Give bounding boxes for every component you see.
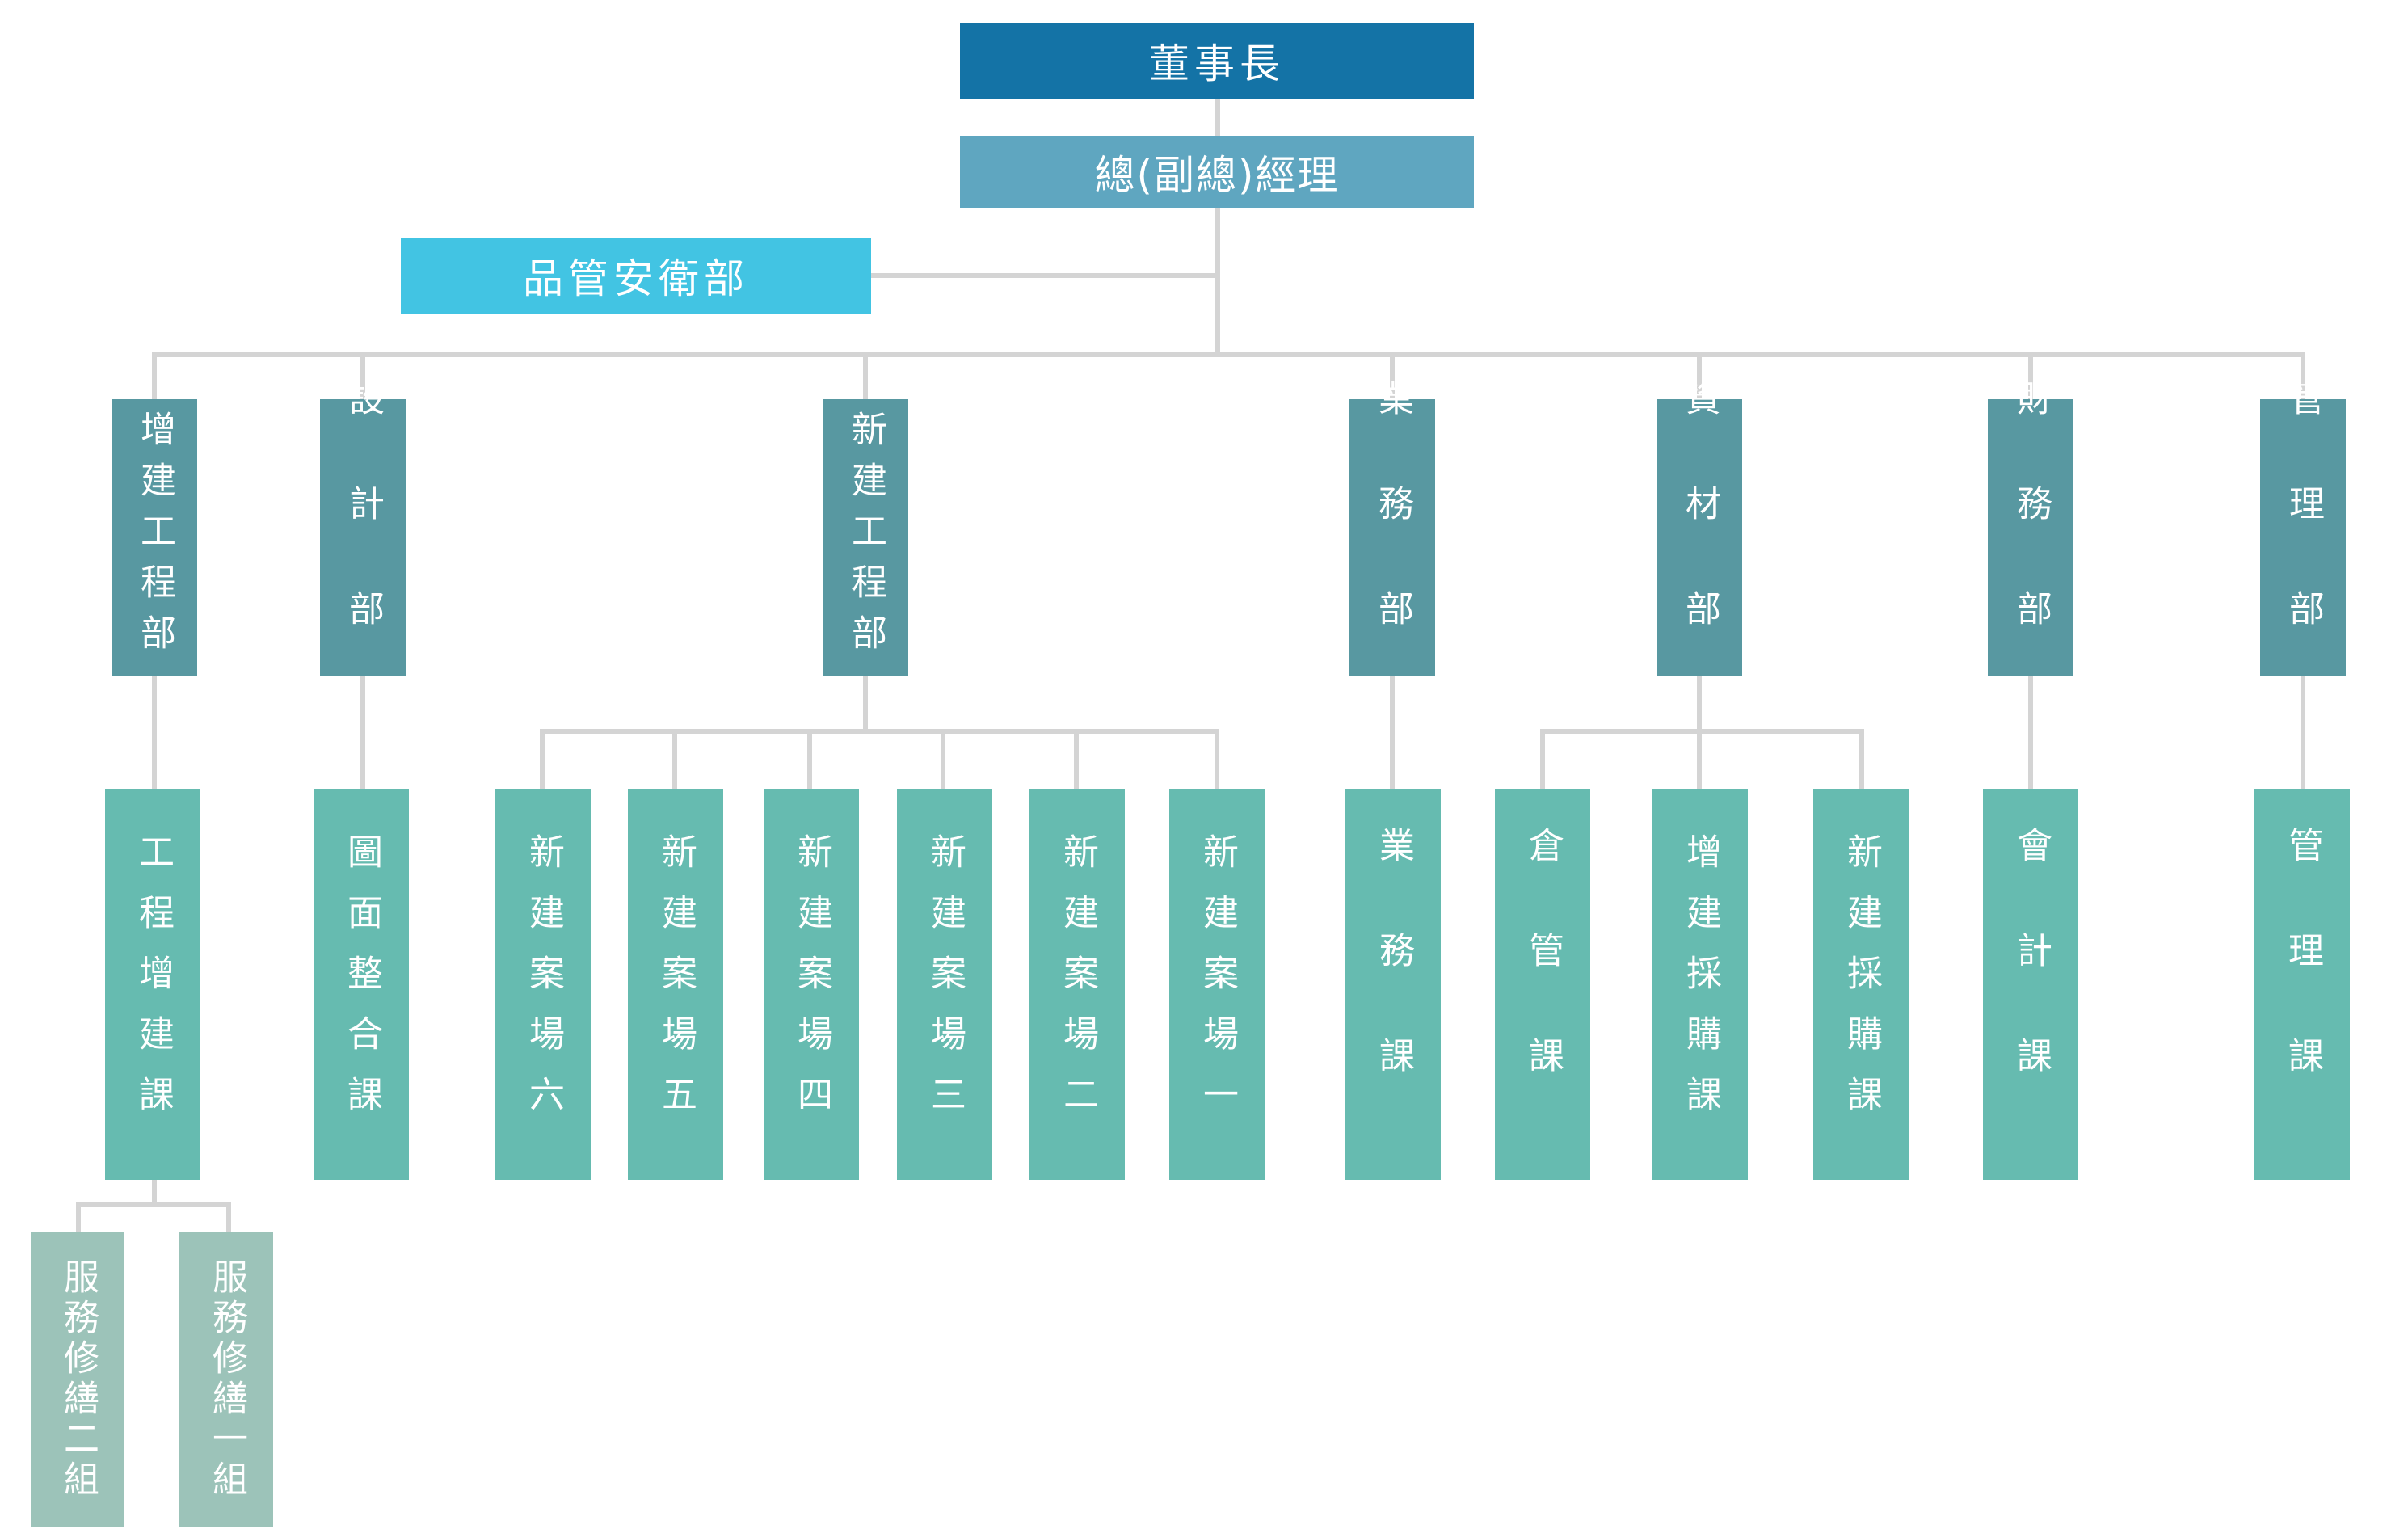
connector-qa-branch xyxy=(871,273,1220,278)
connector-section-drop xyxy=(1859,729,1864,789)
section-box: 新建案場三 xyxy=(897,789,992,1180)
connector-dept-section xyxy=(2301,676,2305,789)
department-box: 財務部 xyxy=(1988,380,2073,695)
connector-dept-section xyxy=(360,676,365,789)
connector-section-drop xyxy=(941,729,945,789)
connector-dept-drop xyxy=(2301,352,2305,401)
section-box: 新建採購課 xyxy=(1813,789,1909,1180)
qa-department-label: 品管安衛部 xyxy=(523,255,749,302)
connector-section-drop xyxy=(672,729,677,789)
chairman-label: 董事長 xyxy=(1149,40,1285,87)
section-label: 工程增建課 xyxy=(133,832,174,1136)
section-label: 倉管課 xyxy=(1522,827,1564,1142)
section-label: 新建案場五 xyxy=(655,832,697,1136)
section-box: 新建案場一 xyxy=(1169,789,1265,1180)
chairman-box: 董事長 xyxy=(960,23,1474,99)
connector-dept-drop xyxy=(2028,352,2033,401)
connector-section-drop xyxy=(1540,729,1545,789)
department-box: 資材部 xyxy=(1657,380,1742,695)
connector-dept-drop xyxy=(152,352,157,401)
section-label: 增建採購課 xyxy=(1680,832,1721,1136)
section-box: 新建案場四 xyxy=(764,789,859,1180)
section-box: 增建採購課 xyxy=(1652,789,1748,1180)
department-label: 財務部 xyxy=(2010,380,2052,695)
department-label: 業務部 xyxy=(1372,380,1413,695)
department-label: 管理部 xyxy=(2283,380,2324,695)
connector-section-groups xyxy=(152,1180,157,1207)
section-label: 管理課 xyxy=(2282,827,2323,1142)
section-box: 倉管課 xyxy=(1495,789,1590,1180)
section-label: 新建案場三 xyxy=(924,832,966,1136)
group-label: 服務修繕一組 xyxy=(206,1258,247,1501)
connector-section-drop xyxy=(807,729,812,789)
department-box: 業務部 xyxy=(1349,380,1435,695)
section-box: 業務課 xyxy=(1345,789,1441,1180)
section-box: 工程增建課 xyxy=(105,789,200,1180)
connector-dept-drop xyxy=(1390,352,1395,401)
section-label: 新建案場二 xyxy=(1057,832,1098,1136)
connector-dept-section xyxy=(152,676,157,789)
connector-section-drop xyxy=(1074,729,1079,789)
section-box: 新建案場五 xyxy=(628,789,723,1180)
department-box: 設計部 xyxy=(320,380,406,695)
section-box: 圖面整合課 xyxy=(314,789,409,1180)
department-label: 資材部 xyxy=(1679,380,1720,695)
general-manager-label: 總(副總)經理 xyxy=(1094,152,1340,199)
connector-dept-section xyxy=(863,676,868,734)
connector-groups-bus xyxy=(76,1202,231,1207)
connector-dept-drop xyxy=(1697,352,1702,401)
department-label: 新建工程部 xyxy=(845,410,886,665)
section-label: 新建案場四 xyxy=(791,832,832,1136)
connector-dept-section xyxy=(1697,676,1702,734)
connector-section-drop xyxy=(540,729,545,789)
connector-gm-trunk xyxy=(1215,208,1220,356)
connector-dept-drop xyxy=(360,352,365,401)
section-box: 新建案場二 xyxy=(1029,789,1125,1180)
section-label: 新建案場一 xyxy=(1197,832,1238,1136)
group-label: 服務修繕二組 xyxy=(57,1258,99,1501)
department-label: 增建工程部 xyxy=(134,410,175,665)
connector-dept-section xyxy=(1390,676,1395,789)
section-label: 新建採購課 xyxy=(1841,832,1882,1136)
department-label: 設計部 xyxy=(343,380,384,695)
section-label: 業務課 xyxy=(1373,827,1414,1142)
general-manager-box: 總(副總)經理 xyxy=(960,136,1474,208)
group-box: 服務修繕一組 xyxy=(179,1232,273,1527)
section-label: 圖面整合課 xyxy=(341,832,382,1136)
section-box: 新建案場六 xyxy=(495,789,591,1180)
connector-dept-section xyxy=(2028,676,2033,789)
section-label: 會計課 xyxy=(2010,827,2052,1142)
department-box: 管理部 xyxy=(2260,380,2346,695)
connector-chairman-gm xyxy=(1215,99,1220,136)
connector-sections-bus xyxy=(1540,729,1864,734)
group-box: 服務修繕二組 xyxy=(31,1232,124,1527)
department-box: 增建工程部 xyxy=(112,399,197,676)
connector-group-drop xyxy=(226,1202,231,1232)
connector-section-drop xyxy=(1697,729,1702,789)
section-box: 會計課 xyxy=(1983,789,2078,1180)
section-label: 新建案場六 xyxy=(523,832,564,1136)
connector-departments-bus xyxy=(152,352,2305,357)
connector-sections-bus xyxy=(540,729,1219,734)
connector-group-drop xyxy=(76,1202,81,1232)
section-box: 管理課 xyxy=(2254,789,2350,1180)
connector-dept-drop xyxy=(863,352,868,401)
connector-section-drop xyxy=(1215,729,1219,789)
department-box: 新建工程部 xyxy=(823,399,908,676)
qa-department-box: 品管安衛部 xyxy=(401,238,871,314)
